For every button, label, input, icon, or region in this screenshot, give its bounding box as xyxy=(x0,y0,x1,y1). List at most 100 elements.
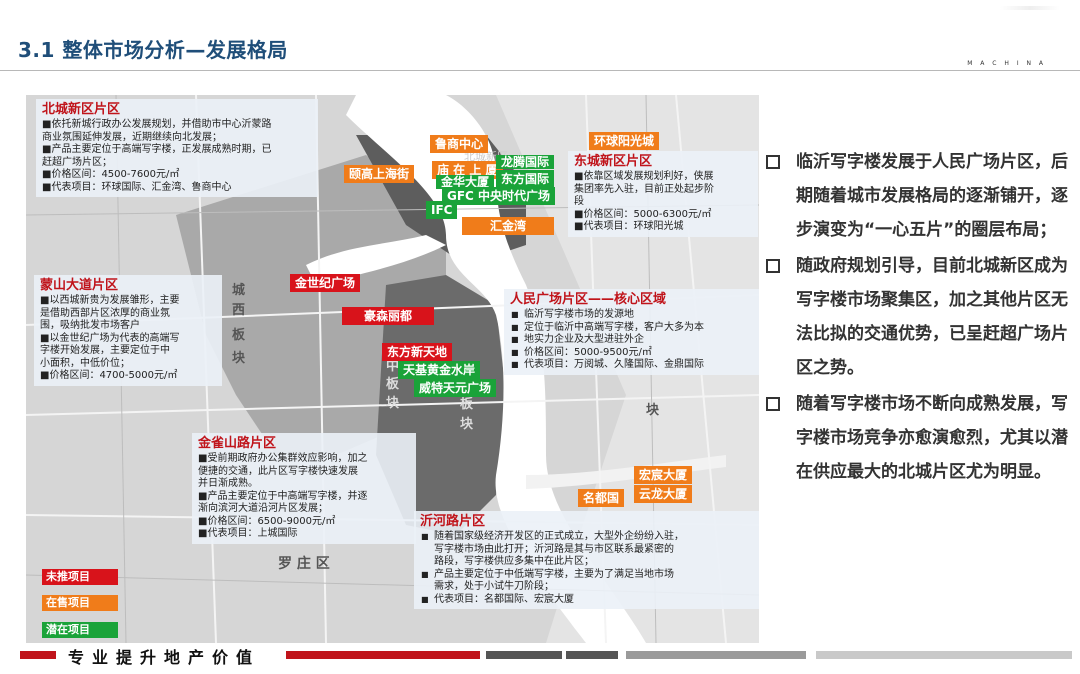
district-hezhong-1: 中 xyxy=(386,359,400,374)
district-chengxi-3: 板 xyxy=(232,328,246,343)
zone-jinque-line: ■价格区间：6500-9000元/㎡ xyxy=(198,515,336,527)
zone-yihe-line-cont: 需求，处于小试牛刀阶段； xyxy=(434,581,554,592)
zone-jinque-title: 金雀山路片区 xyxy=(198,436,277,451)
bullet-item: 随着写字楼市场不断向成熟发展，写字楼市场竞争亦愈演愈烈，尤其以潜在供应最大的北城… xyxy=(762,387,1074,489)
page-title: 3.1 整体市场分析—发展格局 xyxy=(18,38,288,62)
pin-yigao: 颐高上海街 xyxy=(344,165,415,183)
zone-renmin-line: 定位于临沂中高端写字楼，客户大多为本 xyxy=(510,322,759,335)
footer-bar-red xyxy=(20,651,56,659)
district-hedong-2: 块 xyxy=(460,417,474,432)
brand-mark: M A C H I N A xyxy=(967,60,1046,67)
bullet-item: 随政府规划引导，目前北城新区成为写字楼市场聚集区，加之其他片区无法比拟的交通优势… xyxy=(762,249,1074,385)
district-chengxi-4: 块 xyxy=(232,351,246,366)
zone-yihe: 沂河路片区 随着国家级经济开发区的正式成立，大型外企纷纷入驻， 写字楼市场由此打… xyxy=(414,511,759,609)
bullet-text: 临沂写字楼发展于人民广场片区，后期随着城市发展格局的逐渐铺开，逐步演变为“一心五… xyxy=(796,152,1068,240)
zone-beicheng: 北城新区片区 ■依托新城行政办公发展规划，并借助市中心沂蒙路 商业氛围延伸发展，… xyxy=(36,99,318,197)
zone-beicheng-line: ■价格区间：4500-7600元/㎡ xyxy=(42,169,180,180)
footer-bar-gray xyxy=(626,651,806,659)
zone-yihe-line-cont: 路段，写字楼供应多集中在此片区； xyxy=(434,556,594,567)
zone-jinque-line: 渐向滨河大道沿河片区发展； xyxy=(198,503,328,514)
bullet-text: 随着写字楼市场不断向成熟发展，写字楼市场竞争亦愈演愈烈，尤其以潜在供应最大的北城… xyxy=(796,394,1068,482)
pin-haosenli: 豪森丽都 xyxy=(342,307,434,325)
footer-bar-red xyxy=(286,651,480,659)
checkbox-square-icon xyxy=(766,259,780,273)
zone-dongcheng-line: ■依靠区域发展规划利好，侠展 xyxy=(574,171,714,182)
corner-decoration xyxy=(1000,6,1060,10)
zone-renmin: 人民广场片区——核心区域 临沂写字楼市场的发源地 定位于临沂中高端写字楼，客户大… xyxy=(504,289,759,375)
zone-jinque-line: 便捷的交通，此片区写字楼快速发展 xyxy=(198,465,358,477)
zone-jinque-line: ■产品主要定位于中高端写字楼，并逐 xyxy=(198,490,368,502)
zone-yihe-line-cont: 写字楼市场由此打开；沂河路是其与市区联系最紧密的 xyxy=(434,543,674,555)
legend-unlaunched: 未推项目 xyxy=(42,569,118,585)
zone-renmin-line: 临沂写字楼市场的发源地 xyxy=(510,309,759,322)
zone-jinque-line: ■受前期政府办公集群效应影响，加之 xyxy=(198,453,368,464)
zone-beicheng-title: 北城新区片区 xyxy=(42,102,121,117)
zone-yihe-line: 产品主要定位于中低端写字楼，主要为了满足当地市场 xyxy=(420,569,756,582)
pin-huanqiu: 环球阳光城 xyxy=(589,132,660,150)
legend-potential: 潜在项目 xyxy=(42,622,118,638)
footer-bar-gray xyxy=(566,651,618,659)
zone-mengshan: 蒙山大道片区 ■以西城新贵为发展雏形，主要 是借助西部片区浓厚的商业氛 围，吸纳… xyxy=(34,275,222,386)
pin-weite: 威特天元广场 xyxy=(414,379,497,397)
district-hedong-1: 板 xyxy=(460,397,474,412)
footer-slogan: 专业提升地产价值 xyxy=(68,648,261,667)
zone-beicheng-line: ■代表项目：环球国际、汇金湾、鲁商中心 xyxy=(42,181,232,193)
zone-mengshan-line: 小面积，中低价位； xyxy=(40,357,130,369)
zone-beicheng-line: 商业氛围延伸发展，近期继续向北发展； xyxy=(42,131,222,143)
district-hezhong-2: 板 xyxy=(386,377,400,392)
pin-jinshiji: 金世纪广场 xyxy=(290,274,361,292)
city-map: 城 西 板 块 中 板 块 板 块 块 罗 庄 区 北城新区 鲁商中心 颐高上海… xyxy=(26,95,759,643)
district-chengxi-2: 西 xyxy=(232,303,246,318)
zone-beicheng-line: ■依托新城行政办公发展规划，并借助市中心沂蒙路 xyxy=(42,119,272,130)
district-east-block: 块 xyxy=(646,403,660,418)
zone-mengshan-title: 蒙山大道片区 xyxy=(40,278,119,293)
pin-tianji: 天基黄金水岸 xyxy=(398,361,481,379)
bullet-text: 随政府规划引导，目前北城新区成为写字楼市场聚集区，加之其他片区无法比拟的交通优势… xyxy=(796,256,1068,378)
pin-longteng: 龙腾国际 xyxy=(496,155,555,169)
pin-yunlong: 云龙大厦 xyxy=(634,485,693,503)
footer-bar-light xyxy=(816,651,1072,659)
legend-on-sale: 在售项目 xyxy=(42,595,118,611)
pin-ifc: IFC xyxy=(426,201,458,219)
zone-mengshan-line: ■以金世纪广场为代表的高端写 xyxy=(40,332,180,344)
zone-yihe-title: 沂河路片区 xyxy=(420,514,486,529)
zone-renmin-line: 代表项目：万阅城、久隆国际、金鼎国际 xyxy=(510,359,759,372)
bullet-item: 临沂写字楼发展于人民广场片区，后期随着城市发展格局的逐渐铺开，逐步演变为“一心五… xyxy=(762,145,1074,247)
zone-jinque: 金雀山路片区 ■受前期政府办公集群效应影响，加之 便捷的交通，此片区写字楼快速发… xyxy=(192,433,416,544)
zone-dongcheng-line: 集团率先入驻，目前正处起步阶 xyxy=(574,183,714,195)
pin-dongfang-intl: 东方国际 xyxy=(496,170,555,188)
district-luozhuang: 罗 庄 区 xyxy=(278,556,330,572)
zone-jinque-line: ■代表项目：上城国际 xyxy=(198,528,298,539)
pin-jinhaozhi: 金华大厦 xyxy=(436,175,495,189)
zone-dongcheng-line: ■价格区间：5000-6300元/㎡ xyxy=(574,208,712,220)
summary-bullets: 临沂写字楼发展于人民广场片区，后期随着城市发展格局的逐渐铺开，逐步演变为“一心五… xyxy=(762,145,1074,491)
zone-jinque-line: 并日渐成熟。 xyxy=(198,478,258,489)
zone-mengshan-line: 是借助西部片区浓厚的商业氛 xyxy=(40,307,170,319)
zone-mengshan-line: ■价格区间：4700-5000元/㎡ xyxy=(40,370,178,381)
checkbox-square-icon xyxy=(766,155,780,169)
zone-mengshan-line: 字楼开始发展，主要定位于中 xyxy=(40,345,170,356)
zone-renmin-title: 人民广场片区——核心区域 xyxy=(510,292,667,307)
zone-renmin-line-cont: 地实力企业及大型进驻外企 xyxy=(510,334,759,347)
zone-renmin-line: 价格区间：5000-9500元/㎡ xyxy=(510,347,759,360)
pin-lushang: 鲁商中心 xyxy=(430,135,489,153)
zone-dongcheng-line: ■代表项目：环球阳光城 xyxy=(574,221,684,232)
pin-huijinwan: 汇金湾 xyxy=(462,217,554,235)
zone-yihe-line: 随着国家级经济开发区的正式成立，大型外企纷纷入驻， xyxy=(420,531,756,544)
district-chengxi-1: 城 xyxy=(232,283,246,298)
zone-dongcheng: 东城新区片区 ■依靠区域发展规划利好，侠展 集团率先入驻，目前正处起步阶 段 ■… xyxy=(568,151,758,237)
pin-dongfang-xtd: 东方新天地 xyxy=(382,343,453,361)
checkbox-square-icon xyxy=(766,397,780,411)
footer-bar-gray xyxy=(486,651,562,659)
zone-mengshan-line: 围，吸纳批发市场客户 xyxy=(40,320,140,331)
district-hezhong-3: 块 xyxy=(386,396,400,411)
zone-mengshan-line: ■以西城新贵为发展雏形，主要 xyxy=(40,295,180,306)
pin-gfc: GFC 中央时代广场 xyxy=(442,187,556,205)
zone-beicheng-line: 赶超广场片区； xyxy=(42,156,112,168)
zone-beicheng-line: ■产品主要定位于高端写字楼，正发展成熟时期，已 xyxy=(42,144,272,155)
pin-maocheng: 庙 在 上 厦 xyxy=(432,161,503,179)
title-divider xyxy=(0,70,1080,71)
zone-yihe-line: 代表项目：名都国际、宏宸大厦 xyxy=(420,594,756,607)
pin-mingdu: 名都国 xyxy=(578,489,625,507)
zone-dongcheng-line: 段 xyxy=(574,196,584,207)
